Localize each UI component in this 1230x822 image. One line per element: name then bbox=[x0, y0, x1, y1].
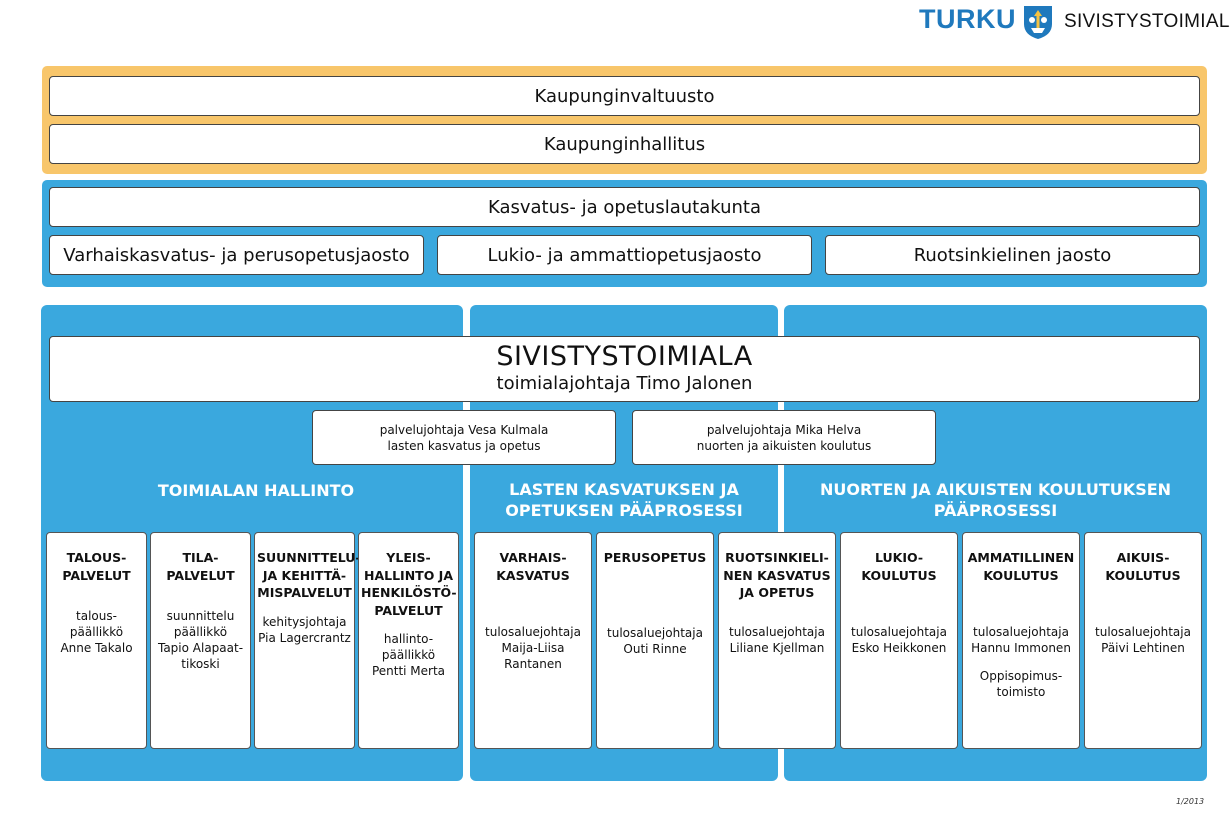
division-box: Varhaiskasvatus- ja perusopetusjaosto bbox=[49, 235, 424, 275]
section-heading-children: LASTEN KASVATUKSEN JA OPETUKSEN PÄÄPROSE… bbox=[470, 478, 778, 522]
division-box: Lukio- ja ammattiopetusjaosto bbox=[437, 235, 812, 275]
unit-box: AMMATILLINEN KOULUTUS tulosaluejohtaja H… bbox=[962, 532, 1080, 749]
unit-name: PERUSOPETUS bbox=[603, 550, 707, 565]
section-heading-text: NUORTEN JA AIKUISTEN KOULUTUKSEN PÄÄPROS… bbox=[819, 480, 1172, 520]
unit-head: tulosaluejohtaja Liliane Kjellman bbox=[729, 624, 825, 655]
unit-box: AIKUIS- KOULUTUS tulosaluejohtaja Päivi … bbox=[1084, 532, 1202, 749]
unit-box: SUUNNITTELU- JA KEHITTÄ- MISPALVELUT keh… bbox=[254, 532, 361, 749]
unit-name: SUUNNITTELU- JA KEHITTÄ- MISPALVELUT bbox=[257, 550, 361, 600]
unit-name: AMMATILLINEN KOULUTUS bbox=[967, 550, 1075, 583]
unit-name: LUKIO- KOULUTUS bbox=[861, 550, 937, 583]
department-title-box: SIVISTYSTOIMIALA toimialajohtaja Timo Ja… bbox=[49, 336, 1200, 402]
committee-box: Kasvatus- ja opetuslautakunta bbox=[49, 187, 1200, 227]
service-director-box: palvelujohtaja Mika Helva nuorten ja aik… bbox=[632, 410, 936, 465]
document-version-code: 1/2013 bbox=[1176, 797, 1205, 806]
service-director-box: palvelujohtaja Vesa Kulmala lasten kasva… bbox=[312, 410, 616, 465]
logo-department-name: SIVISTYSTOIMIALA bbox=[1064, 11, 1230, 32]
unit-box: LUKIO- KOULUTUS tulosaluejohtaja Esko He… bbox=[840, 532, 958, 749]
unit-extra-office: Oppisopimus- toimisto bbox=[979, 669, 1063, 699]
unit-box: VARHAIS- KASVATUS tulosaluejohtaja Maija… bbox=[474, 532, 592, 749]
unit-name: AIKUIS- KOULUTUS bbox=[1105, 550, 1181, 583]
unit-head: tulosaluejohtaja Maija-Liisa Rantanen bbox=[485, 625, 581, 671]
unit-box: PERUSOPETUS tulosaluejohtaja Outi Rinne bbox=[596, 532, 714, 749]
city-council-box: Kaupunginvaltuusto bbox=[49, 76, 1200, 116]
unit-name: TALOUS- PALVELUT bbox=[62, 550, 131, 583]
turku-coat-of-arms-icon bbox=[1024, 6, 1052, 39]
service-director-name: palvelujohtaja Vesa Kulmala bbox=[379, 422, 549, 437]
unit-head: kehitysjohtaja Pia Lagercrantz bbox=[258, 614, 351, 645]
unit-name: TILA- PALVELUT bbox=[166, 550, 235, 583]
section-heading-youth-adult: NUORTEN JA AIKUISTEN KOULUTUKSEN PÄÄPROS… bbox=[784, 478, 1207, 522]
unit-box: TILA- PALVELUT suunnittelu päällikkö Tap… bbox=[150, 532, 251, 749]
service-director-name: palvelujohtaja Mika Helva bbox=[706, 422, 862, 437]
division-box: Ruotsinkielinen jaosto bbox=[825, 235, 1200, 275]
unit-head: hallinto- päällikkö Pentti Merta bbox=[371, 632, 446, 678]
department-title: SIVISTYSTOIMIALA bbox=[496, 341, 753, 372]
unit-head: tulosaluejohtaja Päivi Lehtinen bbox=[1095, 625, 1191, 655]
unit-name: RUOTSINKIELI- NEN KASVATUS JA OPETUS bbox=[723, 550, 831, 600]
logo-city-name: TURKU bbox=[919, 4, 1016, 34]
unit-head: tulosaluejohtaja Outi Rinne bbox=[607, 625, 703, 656]
section-heading-text: TOIMIALAN HALLINTO bbox=[157, 480, 355, 500]
city-board-box: Kaupunginhallitus bbox=[49, 124, 1200, 164]
unit-box: YLEIS- HALLINTO JA HENKILÖSTÖ- PALVELUT … bbox=[358, 532, 459, 749]
unit-head: talous- päällikkö Anne Takalo bbox=[60, 609, 133, 655]
department-director: toimialajohtaja Timo Jalonen bbox=[496, 373, 753, 394]
unit-box: TALOUS- PALVELUT talous- päällikkö Anne … bbox=[46, 532, 147, 749]
unit-head: suunnittelu päällikkö Tapio Alapaat- tik… bbox=[157, 609, 244, 671]
service-director-area: lasten kasvatus ja opetus bbox=[387, 438, 541, 453]
unit-name: YLEIS- HALLINTO JA HENKILÖSTÖ- PALVELUT bbox=[361, 550, 457, 618]
section-heading-administration: TOIMIALAN HALLINTO bbox=[41, 476, 471, 504]
unit-name: VARHAIS- KASVATUS bbox=[496, 550, 570, 583]
unit-head: tulosaluejohtaja Hannu Immonen bbox=[971, 625, 1071, 655]
section-heading-text: LASTEN KASVATUKSEN JA OPETUKSEN PÄÄPROSE… bbox=[505, 480, 743, 520]
unit-box: RUOTSINKIELI- NEN KASVATUS JA OPETUS tul… bbox=[718, 532, 836, 749]
service-director-area: nuorten ja aikuisten koulutus bbox=[696, 438, 872, 453]
unit-head: tulosaluejohtaja Esko Heikkonen bbox=[851, 625, 947, 655]
